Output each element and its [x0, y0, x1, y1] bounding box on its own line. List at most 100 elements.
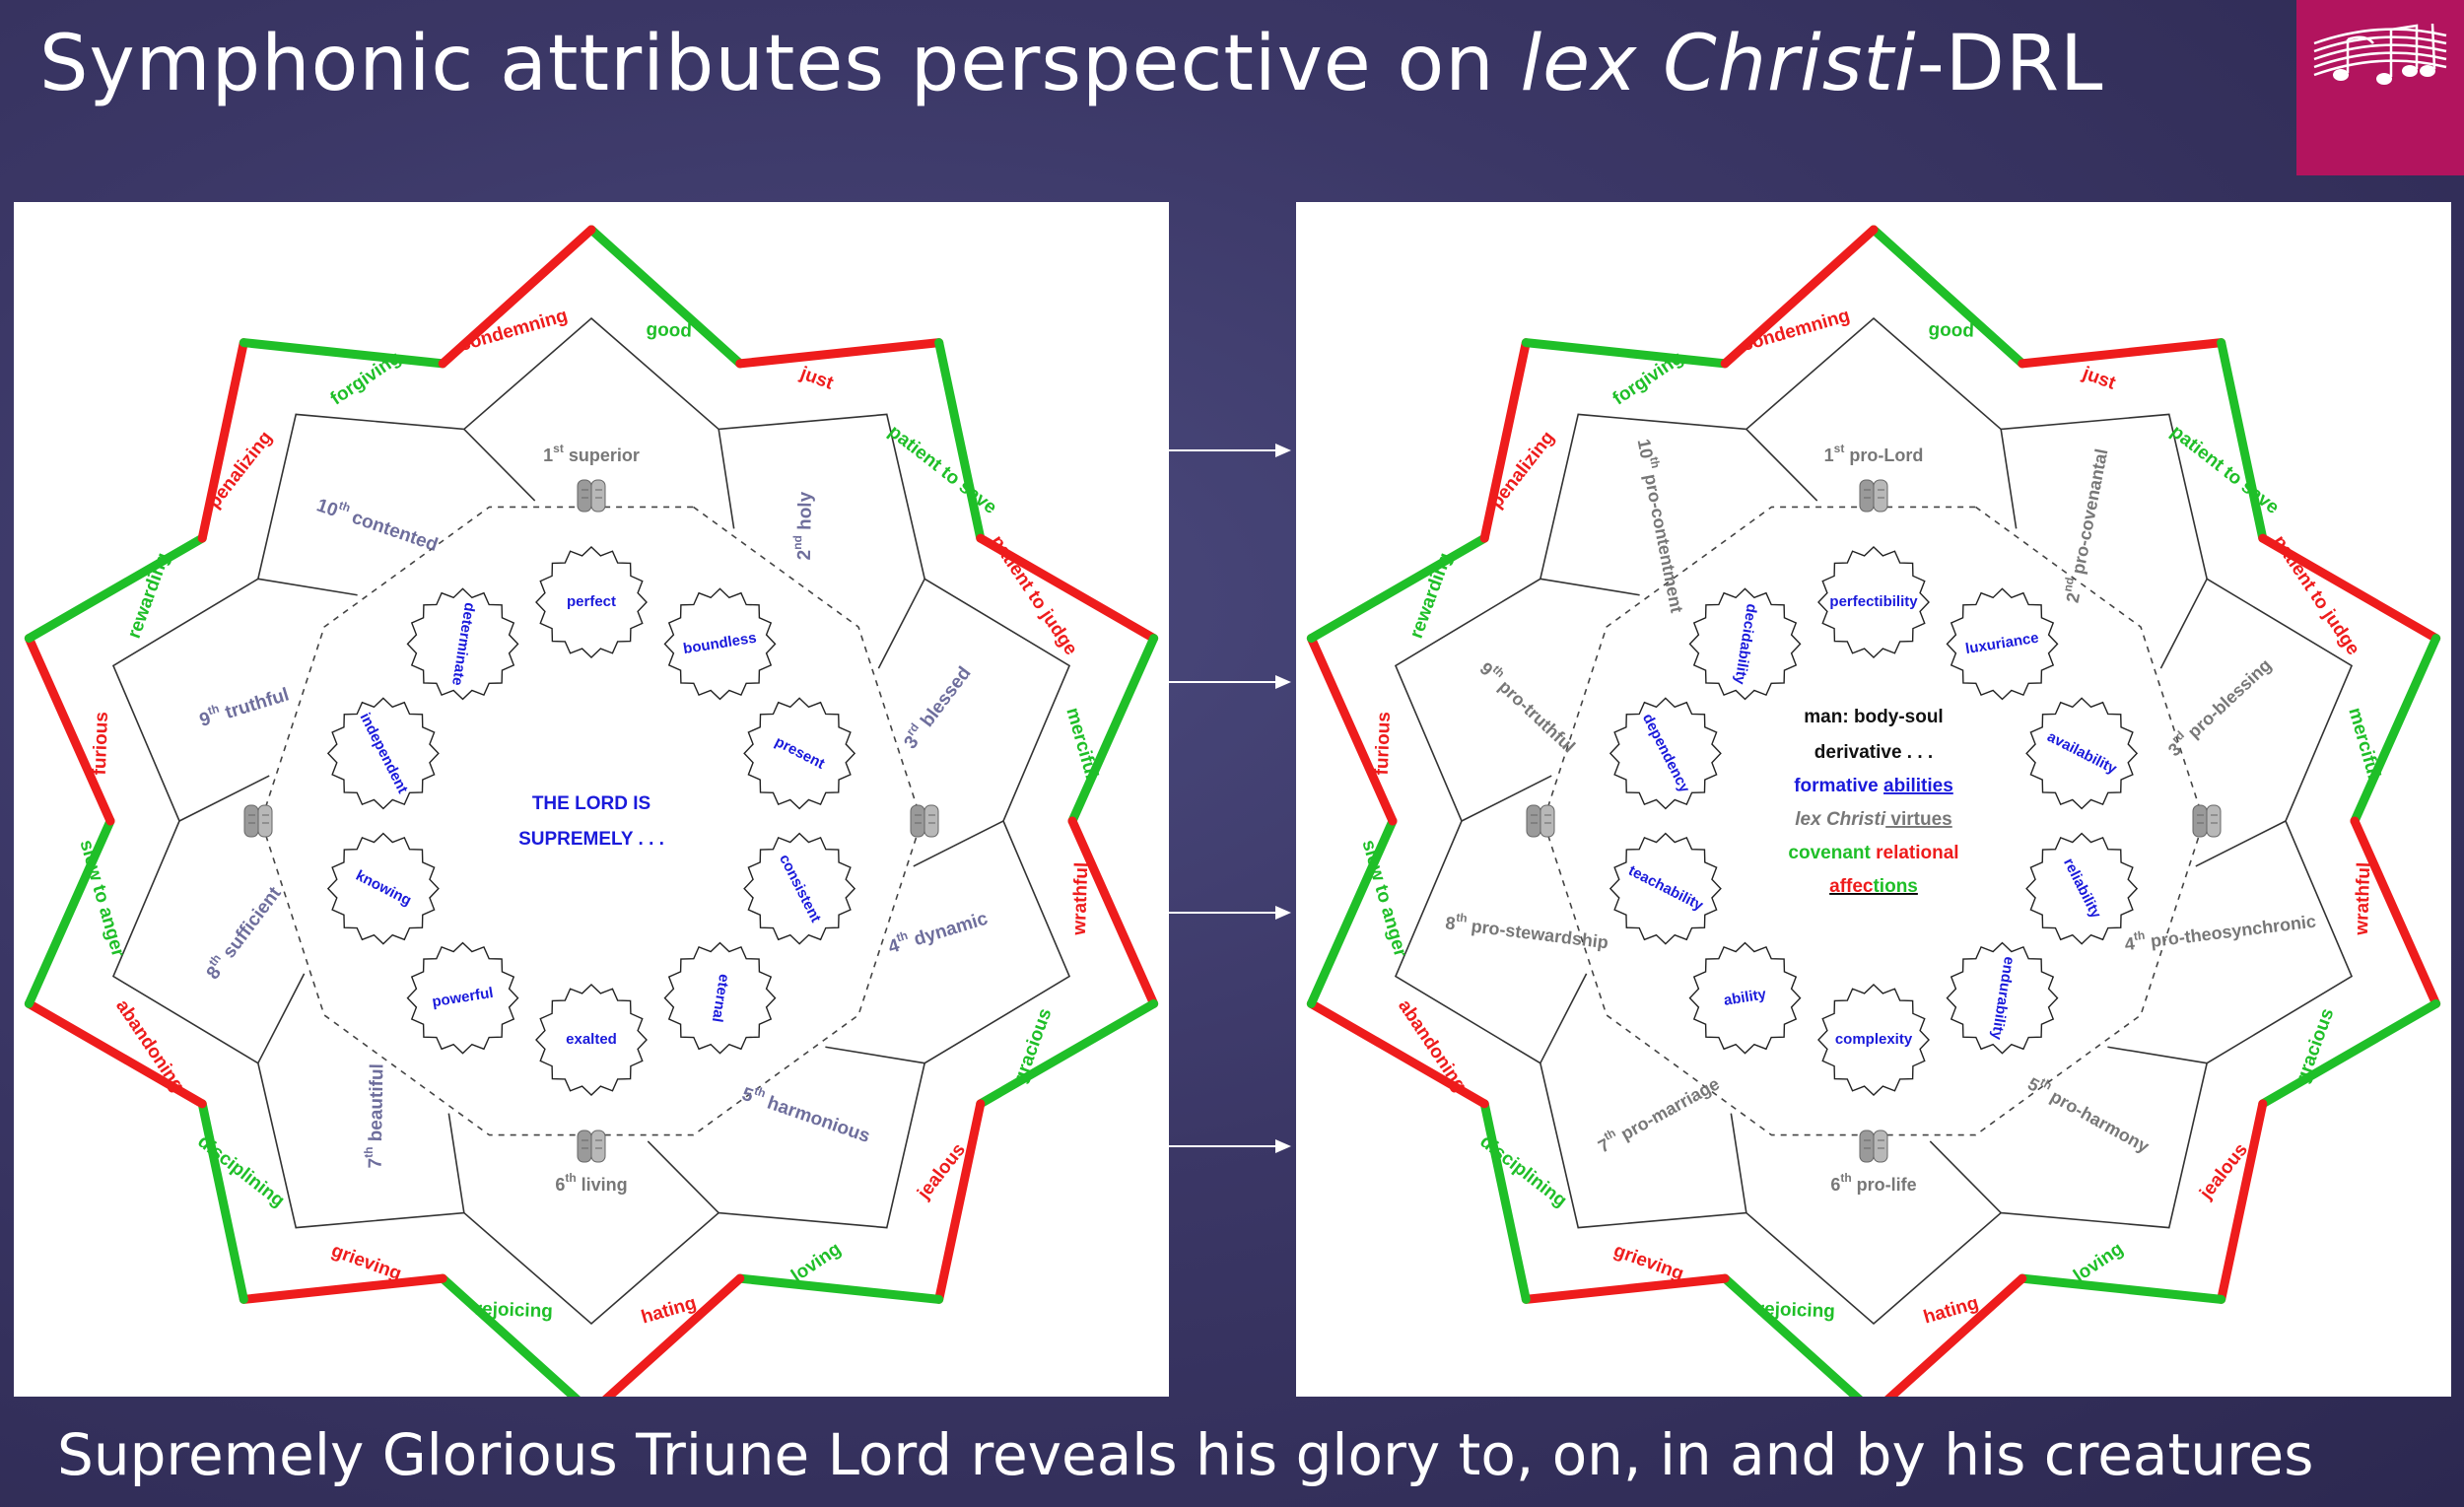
star-edge — [1479, 1099, 1531, 1304]
star-edge — [24, 634, 115, 826]
bubble-shape — [1688, 587, 1802, 701]
outer-attribute-label: abandoning — [111, 996, 188, 1096]
bubble-shape — [1608, 832, 1722, 945]
center-line-part: covenant — [1788, 843, 1876, 863]
arrows-column — [1169, 202, 1296, 1397]
law-tablets-icon — [1859, 1130, 1888, 1163]
spoke-line — [178, 775, 270, 822]
ordinal-word: pro-contentment — [1640, 467, 1687, 614]
arrow-icon — [1169, 1139, 1291, 1153]
outer-attribute-label: just — [2079, 363, 2118, 394]
bubble-shape — [406, 587, 519, 701]
ordinal-word: pro-life — [1852, 1175, 1917, 1195]
bubble-shape — [1946, 587, 2059, 701]
center-line-part: lex Christi — [1795, 809, 1886, 830]
middle-ring-label: 9th truthful — [196, 681, 292, 731]
ordinal-suffix: st — [1834, 442, 1845, 455]
spoke-line — [877, 578, 925, 669]
star-edge — [2258, 998, 2441, 1109]
bubble-shape — [406, 941, 519, 1055]
middle-ring-label: 6th living — [555, 1171, 627, 1195]
ordinal-number: 1 — [543, 445, 553, 465]
ordinal-number: 8 — [1444, 913, 1456, 933]
ordinal-word: dynamic — [907, 908, 991, 951]
law-tablets-icon — [243, 804, 273, 838]
ordinal-word: holy — [794, 491, 816, 535]
center-line: man: body-soul — [1804, 707, 1943, 727]
middle-ring-label: 7th pro-marriage — [1593, 1070, 1723, 1156]
bubble-shape — [535, 546, 648, 658]
bubble-shape — [743, 832, 856, 945]
ordinal-word: pro-Lord — [1844, 445, 1923, 465]
spoke-line — [2195, 820, 2287, 867]
star-edge — [2350, 634, 2441, 826]
center-line-part: relational — [1876, 843, 1958, 863]
star-edge — [2258, 533, 2441, 644]
bubble-shape — [326, 832, 440, 945]
page-title: Symphonic attributes perspective on lex … — [39, 20, 2104, 108]
bubble-shape — [1817, 984, 1930, 1096]
middle-ring-label: 10th contented — [313, 492, 442, 556]
center-line-part: virtues — [1885, 809, 1952, 830]
outer-attribute-label: patient to judge — [2269, 532, 2364, 659]
star-edge — [934, 1099, 986, 1304]
ordinal-number: 1 — [1824, 445, 1834, 465]
ordinal-suffix: st — [553, 442, 564, 455]
star-edge — [934, 338, 986, 543]
bubble-label: exalted — [566, 1031, 617, 1048]
middle-ring-label: 8th pro-stewardship — [1444, 909, 1609, 952]
middle-ring-label: 9th pro-truthful — [1476, 655, 1582, 756]
spoke-line — [257, 578, 358, 596]
outer-attribute-label: disciplining — [193, 1131, 288, 1212]
ordinal-suffix: th — [337, 499, 352, 515]
law-tablets-icon — [577, 1130, 606, 1163]
spoke-line — [257, 973, 306, 1064]
outer-attribute-label: furious — [1372, 712, 1395, 776]
outer-attribute-label: good — [646, 319, 692, 342]
bubble-shape — [2025, 832, 2139, 945]
outer-attribute-label: rewarding — [124, 550, 174, 642]
bubble-label: perfectibility — [1829, 593, 1918, 610]
outer-attribute-label: patient to save — [884, 421, 1000, 517]
middle-ring-label: 7th beautiful — [362, 1063, 388, 1169]
center-line: lex Christi virtues — [1795, 809, 1951, 830]
law-tablets-icon — [1859, 479, 1888, 513]
ordinal-word: harmonious — [760, 1091, 873, 1147]
star-edge — [602, 1273, 745, 1397]
outer-attribute-label: loving — [2070, 1239, 2127, 1287]
ordinal-word: truthful — [218, 684, 292, 724]
middle-ring-label: 8th sufficient — [200, 880, 286, 984]
center-line: affections — [1829, 876, 1918, 897]
center-line-part: abilities — [1883, 776, 1953, 796]
ordinal-suffix: th — [752, 1084, 767, 1101]
outer-attribute-label: condemning — [457, 306, 570, 356]
star-edge — [2018, 338, 2226, 369]
bubble-shape — [326, 697, 440, 810]
star-edge — [735, 1273, 944, 1304]
middle-ring-label: 6th pro-life — [1830, 1171, 1916, 1195]
outer-attribute-label: loving — [787, 1239, 845, 1287]
ordinal-word: living — [577, 1175, 628, 1195]
bubble-label: perfect — [567, 593, 616, 610]
ordinal-suffix: th — [1647, 455, 1663, 469]
bubble-shape — [535, 984, 648, 1096]
ordinal-suffix: th — [362, 1146, 376, 1158]
ordinal-number: 2 — [794, 550, 815, 561]
middle-ring-label: 5th harmonious — [739, 1080, 874, 1147]
center-line: formative abilities — [1794, 776, 1953, 796]
ordinal-number: 10 — [1634, 437, 1657, 459]
title-text: Symphonic attributes perspective on — [39, 20, 1521, 108]
outer-attribute-label: just — [796, 363, 836, 394]
outer-attribute-label: patient to judge — [987, 532, 1082, 659]
outer-attribute-label: abandoning — [1394, 996, 1471, 1096]
ordinal-suffix: th — [895, 928, 910, 945]
bubble-shape — [663, 587, 777, 701]
star-edge — [2350, 816, 2441, 1008]
outer-attribute-label: rejoicing — [474, 1299, 553, 1323]
star-edge — [2217, 338, 2268, 543]
ordinal-suffix: th — [2133, 928, 2146, 943]
star-edge — [1521, 1273, 1730, 1304]
